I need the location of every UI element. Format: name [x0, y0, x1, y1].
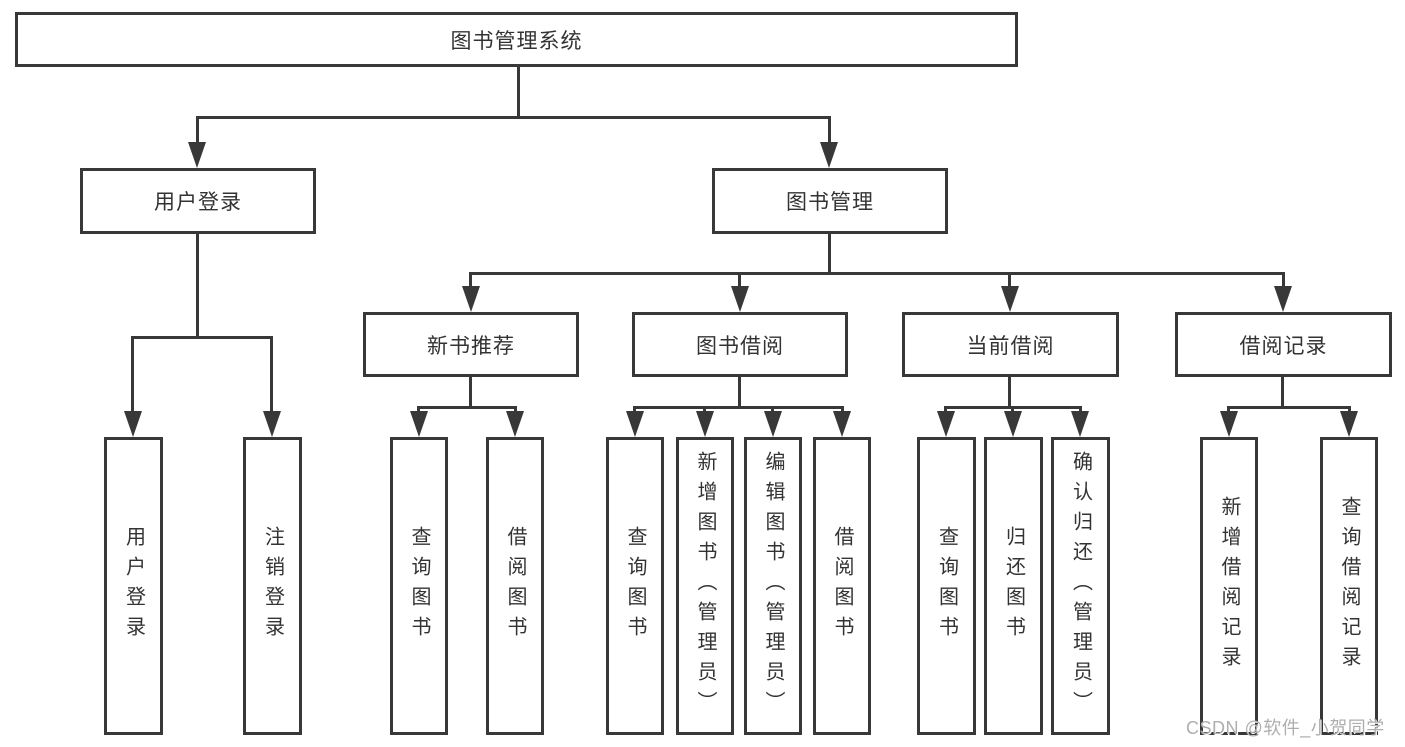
leaf-label: 用户登录 — [122, 526, 145, 646]
connector-line — [633, 406, 636, 414]
connector-line — [469, 272, 1285, 275]
node-book-management: 图书管理 — [712, 168, 948, 234]
leaf-search-books-current: 查询图书 — [917, 437, 976, 735]
connector-line — [417, 406, 517, 409]
connector-line — [828, 234, 831, 274]
leaf-edit-books-admin: 编辑图书（管理员） — [744, 437, 802, 735]
connector-line — [738, 272, 741, 290]
arrow-down-icon — [731, 286, 749, 312]
node-root: 图书管理系统 — [15, 12, 1018, 67]
node-root-label: 图书管理系统 — [450, 29, 583, 53]
node-label: 借阅记录 — [1239, 334, 1328, 358]
leaf-search-books-recommend: 查询图书 — [390, 437, 448, 735]
leaf-label: 确认归还（管理员） — [1069, 451, 1092, 721]
leaf-search-borrow-record: 查询借阅记录 — [1320, 437, 1378, 735]
connector-line — [1348, 406, 1351, 414]
connector-line — [417, 406, 420, 414]
arrow-down-icon — [506, 411, 524, 437]
leaf-label: 查询图书 — [624, 526, 646, 646]
leaf-confirm-return-admin: 确认归还（管理员） — [1051, 437, 1110, 735]
connector-line — [703, 406, 706, 414]
connector-line — [514, 406, 517, 414]
leaf-search-books-borrowing: 查询图书 — [606, 437, 664, 735]
arrow-down-icon — [1004, 411, 1022, 437]
leaf-label: 编辑图书（管理员） — [762, 451, 784, 721]
connector-line — [1282, 272, 1285, 290]
connector-line — [771, 406, 774, 414]
connector-line — [196, 116, 831, 119]
leaf-label: 查询借阅记录 — [1338, 496, 1360, 676]
leaf-add-books-admin: 新增图书（管理员） — [676, 437, 734, 735]
arrow-down-icon — [1071, 411, 1089, 437]
connector-line — [1227, 406, 1230, 414]
connector-line — [1227, 406, 1351, 409]
connector-line — [469, 377, 472, 408]
connector-line — [196, 116, 199, 146]
leaf-label: 新增图书（管理员） — [694, 451, 716, 721]
node-label: 当前借阅 — [966, 334, 1055, 358]
leaf-label: 注销登录 — [261, 526, 284, 646]
arrow-down-icon — [696, 411, 714, 437]
arrow-down-icon — [820, 142, 838, 168]
arrow-down-icon — [1340, 411, 1358, 437]
arrow-down-icon — [626, 411, 644, 437]
leaf-add-borrow-record: 新增借阅记录 — [1200, 437, 1258, 735]
arrow-down-icon — [937, 411, 955, 437]
arrow-down-icon — [124, 411, 142, 437]
connector-line — [841, 406, 844, 414]
node-label: 图书管理 — [786, 191, 874, 214]
connector-line — [517, 67, 520, 118]
connector-line — [944, 406, 947, 414]
leaf-label: 借阅图书 — [504, 526, 526, 646]
leaf-borrow-books: 借阅图书 — [813, 437, 871, 735]
connector-line — [131, 336, 273, 339]
node-new-book-recommend: 新书推荐 — [363, 312, 579, 377]
leaf-label: 新增借阅记录 — [1218, 496, 1240, 676]
connector-line — [1008, 377, 1011, 408]
connector-line — [738, 377, 741, 408]
connector-line — [1011, 406, 1014, 414]
connector-line — [270, 336, 273, 413]
arrow-down-icon — [188, 142, 206, 168]
leaf-label: 查询图书 — [408, 526, 430, 646]
leaf-borrow-books-recommend: 借阅图书 — [486, 437, 544, 735]
connector-line — [828, 116, 831, 146]
node-label: 图书借阅 — [696, 334, 784, 358]
node-current-borrowing: 当前借阅 — [902, 312, 1119, 377]
leaf-user-login: 用户登录 — [104, 437, 163, 735]
arrow-down-icon — [1220, 411, 1238, 437]
leaf-return-books: 归还图书 — [984, 437, 1043, 735]
connector-line — [1008, 272, 1011, 290]
node-book-borrowing: 图书借阅 — [632, 312, 848, 377]
leaf-label: 查询图书 — [935, 526, 958, 646]
arrow-down-icon — [1001, 286, 1019, 312]
leaf-label: 借阅图书 — [831, 526, 853, 646]
node-borrowing-records: 借阅记录 — [1175, 312, 1392, 377]
arrow-down-icon — [462, 286, 480, 312]
arrow-down-icon — [263, 411, 281, 437]
node-label: 新书推荐 — [427, 334, 515, 358]
arrow-down-icon — [833, 411, 851, 437]
connector-line — [196, 234, 199, 338]
connector-line — [131, 336, 134, 413]
arrow-down-icon — [1274, 286, 1292, 312]
connector-line — [1281, 377, 1284, 408]
node-user-login: 用户登录 — [80, 168, 316, 234]
leaf-logout: 注销登录 — [243, 437, 302, 735]
leaf-label: 归还图书 — [1002, 526, 1025, 646]
node-label: 用户登录 — [154, 191, 242, 214]
connector-line — [1079, 406, 1082, 414]
connector-line — [469, 272, 472, 290]
connector-line — [633, 406, 844, 409]
watermark: CSDN @软件_小贺同学 — [1186, 718, 1385, 738]
arrow-down-icon — [410, 411, 428, 437]
arrow-down-icon — [764, 411, 782, 437]
